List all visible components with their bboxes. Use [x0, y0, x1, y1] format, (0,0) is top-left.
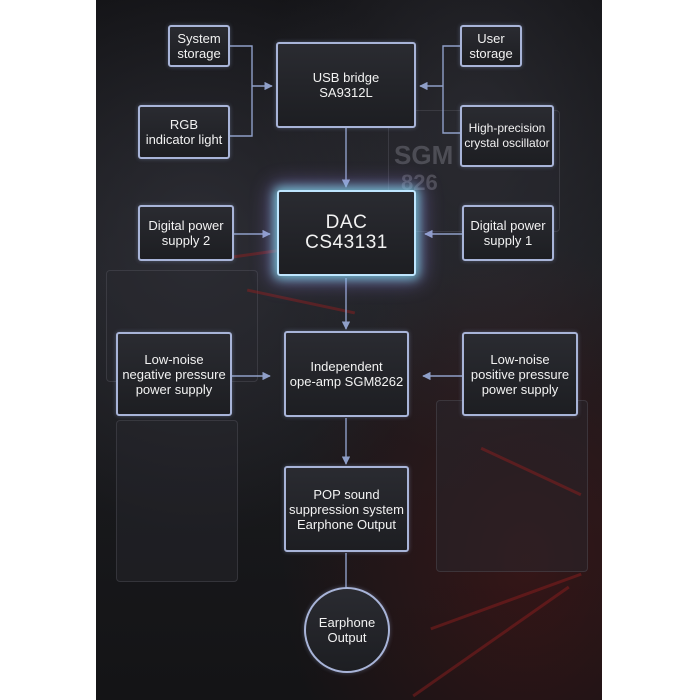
- node-digital-power-2: Digital power supply 2: [138, 205, 234, 261]
- node-digital-power-1: Digital power supply 1: [462, 205, 554, 261]
- node-earphone-output: Earphone Output: [304, 587, 390, 673]
- node-rgb-indicator: RGB indicator light: [138, 105, 230, 159]
- bracket-right-usb: [442, 45, 460, 134]
- node-dac: DAC CS43131: [277, 190, 416, 276]
- bg-chip: [436, 400, 588, 572]
- bracket-left-usb: [230, 45, 253, 137]
- bg-silkscreen: SGM: [394, 140, 454, 170]
- node-op-amp: Independent ope-amp SGM8262: [284, 331, 409, 417]
- node-crystal-oscillator: High-precision crystal oscillator: [460, 105, 554, 167]
- node-usb-bridge: USB bridge SA9312L: [276, 42, 416, 128]
- node-neg-power: Low-noise negative pressure power supply: [116, 332, 232, 416]
- node-user-storage: User storage: [460, 25, 522, 67]
- node-pop-suppression: POP sound suppression system Earphone Ou…: [284, 466, 409, 552]
- node-pos-power: Low-noise positive pressure power supply: [462, 332, 578, 416]
- node-system-storage: System storage: [168, 25, 230, 67]
- bg-chip: [116, 420, 238, 582]
